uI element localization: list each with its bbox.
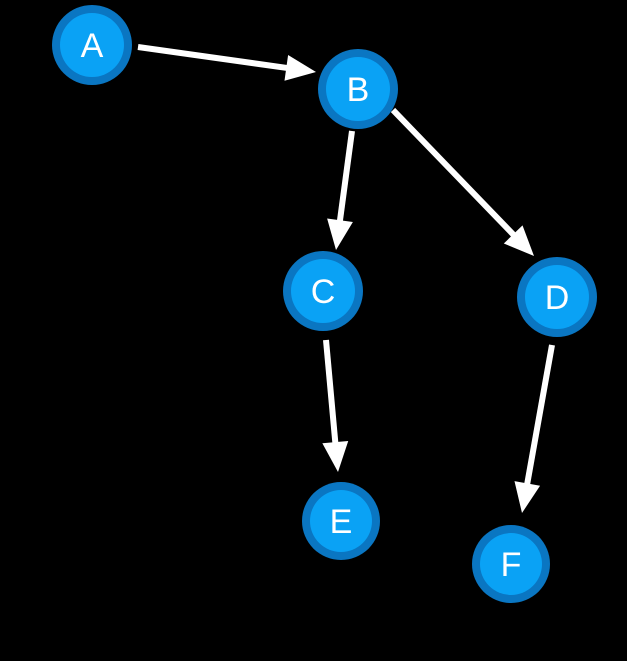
node-core <box>291 259 355 323</box>
edge-arrowhead <box>503 225 534 256</box>
edge-line <box>323 339 339 449</box>
edge-arrowhead <box>284 54 316 81</box>
edge-arrowhead <box>327 218 353 250</box>
edge-layer <box>137 44 555 513</box>
node-layer: A B C D E F <box>52 5 597 603</box>
graph-node-b[interactable]: B <box>318 49 398 129</box>
graph-node-f[interactable]: F <box>472 525 550 603</box>
node-core <box>326 57 390 121</box>
node-core <box>60 13 124 77</box>
node-core <box>525 265 589 329</box>
graph-node-a[interactable]: A <box>52 5 132 85</box>
edge-d-to-f <box>514 344 555 513</box>
edge-arrowhead <box>514 481 541 513</box>
edge-b-to-d <box>390 107 534 256</box>
graph-node-c[interactable]: C <box>283 251 363 331</box>
graph-node-d[interactable]: D <box>517 257 597 337</box>
node-core <box>480 533 542 595</box>
edge-line <box>390 107 520 241</box>
edge-a-to-b <box>137 44 316 81</box>
edge-b-to-c <box>327 130 355 250</box>
edge-line <box>523 344 555 490</box>
edge-line <box>137 44 293 72</box>
graph-node-e[interactable]: E <box>302 482 380 560</box>
edge-line <box>336 130 355 227</box>
edge-c-to-e <box>322 339 349 472</box>
edge-arrowhead <box>322 440 349 472</box>
node-core <box>310 490 372 552</box>
